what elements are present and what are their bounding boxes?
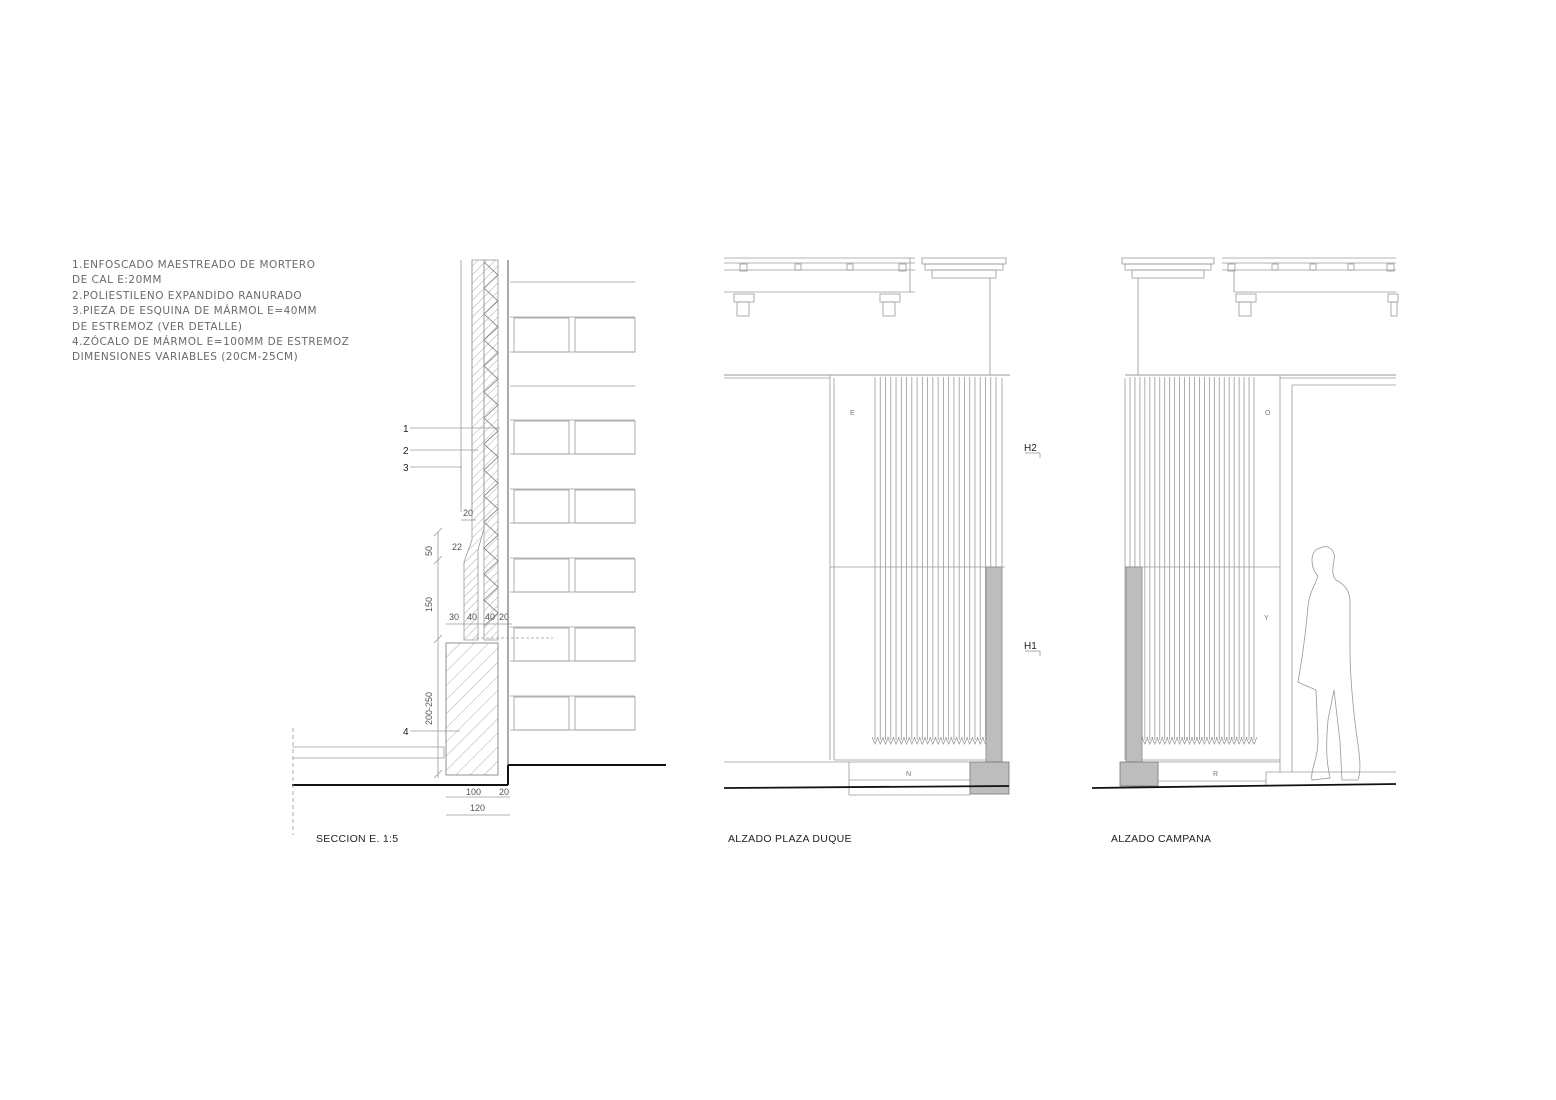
slat-tip [1186,736,1193,746]
level-h1: H1 [1024,641,1037,652]
human-figure [1297,546,1361,781]
slat-tip [871,736,879,746]
dim-120: 120 [470,803,485,813]
slat-tip [1161,736,1169,746]
slat-tip [971,736,979,746]
callout-1: 1 [403,424,409,435]
legend-line: DE ESTREMOZ (VER DETALLE) [72,320,243,333]
slat-tip [876,736,884,746]
slat-tip [1146,736,1154,746]
dim-22: 22 [452,542,462,552]
elevation-campana-drawing [1091,257,1399,789]
dim-20b: 20 [499,612,509,622]
slat-tip [1196,736,1203,746]
slat-tip [940,736,947,746]
materials-legend: 1.ENFOSCADO MAESTREADO DE MORTERO DE CAL… [72,258,349,366]
elevation-duque-labels: E N H2 H1 [850,410,1037,778]
callout-3: 3 [403,463,409,474]
elevation-campana-title: ALZADO CAMPANA [1111,833,1212,845]
section-title: SECCION E. 1:5 [316,833,399,845]
slat-tip [945,736,953,746]
slat-tip [1230,736,1238,746]
letter-e: E [850,410,855,417]
slat-tip [1176,736,1183,746]
dim-20c: 20 [499,787,509,797]
section-labels: 1 2 3 4 20 22 50 150 30 40 40 20 200-250… [403,424,509,813]
slat-tip [882,736,889,746]
slat-tip [961,736,968,746]
slat-tip [908,736,916,746]
legend-line: 3.PIEZA DE ESQUINA DE MÁRMOL E=40MM [72,305,318,318]
slat-tip [1171,736,1179,746]
slat-tip [1156,736,1164,746]
dim-40a: 40 [467,612,477,622]
callout-2: 2 [403,446,409,457]
slat-tip [897,736,905,746]
slat-tip [1151,736,1159,746]
slat-tip [924,736,931,746]
level-h2: H2 [1024,443,1037,454]
dim-20: 20 [463,508,473,518]
slat-tip [1166,736,1174,746]
slat-tip [903,736,910,746]
elevation-duque-drawing [723,257,1041,796]
slat-tip [1220,736,1228,746]
slat-tip [1201,736,1208,746]
slat-tip [1205,736,1213,746]
slat-tip [955,736,963,746]
callout-4: 4 [403,727,409,738]
slat-tip [976,736,984,746]
legend-line: 1.ENFOSCADO MAESTREADO DE MORTERO [72,259,316,271]
section-drawing [292,259,666,835]
slat-tip [1245,736,1253,746]
slat-tip [892,736,900,746]
slat-tip [1141,736,1149,746]
slat-tip [1215,736,1223,746]
slat-tip [1210,736,1218,746]
slat-tip [1250,736,1258,746]
legend-line: 2.POLIESTILENO EXPANDIDO RANURADO [72,289,303,302]
dim-30: 30 [449,612,459,622]
slat-tip [1240,736,1248,746]
slat-tip [1235,736,1243,746]
slat-tip [1225,736,1233,746]
dim-40b: 40 [485,612,495,622]
dim-150: 150 [424,597,434,612]
slat-tip [918,736,926,746]
slat-tip [913,736,921,746]
slat-tip [966,736,974,746]
elevation-campana-labels: O Y R [1213,410,1271,778]
dim-50: 50 [424,546,434,556]
slat-tip [1181,736,1188,746]
slat-tip [950,736,958,746]
slat-tip [887,736,895,746]
legend-line: 4.ZÓCALO DE MÁRMOL E=100MM DE ESTREMOZ [72,336,350,349]
legend-line: DIMENSIONES VARIABLES (20CM-25CM) [72,351,299,364]
letter-o: O [1265,410,1271,417]
legend-line: DE CAL E:20MM [72,274,162,287]
slat-tip [929,736,937,746]
dim-200-250: 200-250 [424,692,434,725]
letter-r: R [1213,771,1218,778]
slat-tip [934,736,942,746]
letter-y: Y [1264,615,1269,622]
slat-tip [1191,736,1198,746]
elevation-duque-title: ALZADO PLAZA DUQUE [728,833,852,845]
letter-n: N [906,771,911,778]
dim-100: 100 [466,787,481,797]
